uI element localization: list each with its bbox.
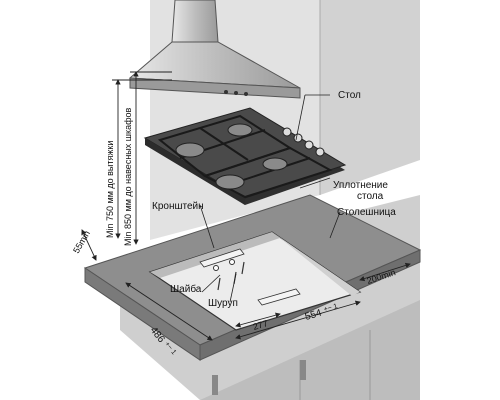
screw-label: Шуруп: [208, 298, 238, 309]
back-offset-dimension: 55min: [71, 229, 92, 255]
bracket-offset-dimension: 277: [252, 318, 269, 332]
cutout-width-tolerance: +− 1: [323, 303, 339, 314]
range-hood: [128, 0, 301, 99]
table-seal-label-line2: стола: [357, 191, 384, 202]
bracket-label: Кронштейн: [152, 201, 204, 212]
washer-label: Шайба: [170, 283, 202, 295]
cutout-width-group: 554 +− 1: [304, 303, 339, 323]
cabinets-min-note: Min 850 мм до навесных шкафов: [123, 107, 133, 246]
countertop-label: Столешница: [337, 207, 396, 218]
table-label: Стол: [338, 90, 361, 101]
cutout-width-dimension: 554: [304, 308, 323, 323]
hood-min-note: Min 750 мм до вытяжки: [105, 141, 115, 238]
table-seal-label-line1: Уплотнение: [333, 180, 388, 191]
height-dimensions: [112, 71, 172, 245]
cutout-dimensions: [81, 229, 411, 341]
gas-cooktop: [143, 107, 347, 205]
